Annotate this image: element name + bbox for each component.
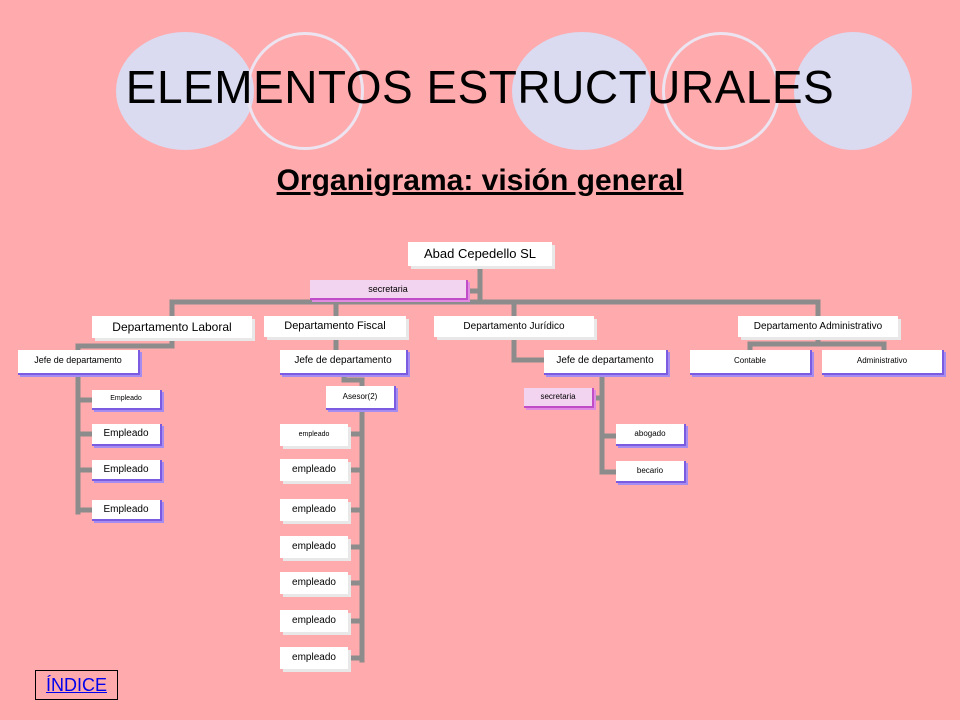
org-node-fiscal-empleado: empleado xyxy=(280,647,348,669)
org-node-juridico-becario: becario xyxy=(616,461,686,483)
org-node-secretaria: secretaria xyxy=(310,280,468,300)
org-node-laboral-empleado: Empleado xyxy=(92,424,162,446)
org-node-laboral-empleado: Empleado xyxy=(92,390,162,410)
org-node-laboral-empleado: Empleado xyxy=(92,460,162,481)
decor-ring-4 xyxy=(662,32,780,150)
org-node-admin-contable: Contable xyxy=(690,350,812,375)
slide-title: ELEMENTOS ESTRUCTURALES xyxy=(125,61,835,113)
org-node-fiscal-empleado: empleado xyxy=(280,424,348,446)
org-node-laboral-empleado: Empleado xyxy=(92,500,162,521)
org-node-fiscal-asesor: Asesor(2) xyxy=(326,386,396,410)
org-node-juridico-secretaria: secretaria xyxy=(524,388,594,408)
indice-link[interactable]: ÍNDICE xyxy=(35,670,118,700)
org-node-fiscal-empleado: empleado xyxy=(280,610,348,632)
org-node-dept-juridico: Departamento Jurídico xyxy=(434,316,594,337)
org-node-dept-laboral: Departamento Laboral xyxy=(92,316,252,338)
org-node-fiscal-empleado: empleado xyxy=(280,499,348,521)
org-node-dept-administrativo: Departamento Administrativo xyxy=(738,316,898,337)
org-node-admin-administrativo: Administrativo xyxy=(822,350,944,375)
org-node-laboral-jefe: Jefe de departamento xyxy=(18,350,140,375)
org-node-dept-fiscal: Departamento Fiscal xyxy=(264,316,406,337)
org-node-root: Abad Cepedello SL xyxy=(408,242,552,266)
org-node-fiscal-jefe: Jefe de departamento xyxy=(280,350,408,375)
decor-ring-2 xyxy=(246,32,364,150)
org-node-fiscal-empleado: empleado xyxy=(280,459,348,481)
org-node-fiscal-empleado: empleado xyxy=(280,536,348,558)
decor-circle-5 xyxy=(794,32,912,150)
decor-circle-3 xyxy=(512,32,652,150)
org-node-juridico-abogado: abogado xyxy=(616,424,686,446)
org-node-fiscal-empleado: empleado xyxy=(280,572,348,594)
slide-subtitle: Organigrama: visión general xyxy=(276,164,684,197)
decor-circle-1 xyxy=(116,32,254,150)
org-node-juridico-jefe: Jefe de departamento xyxy=(544,350,668,375)
